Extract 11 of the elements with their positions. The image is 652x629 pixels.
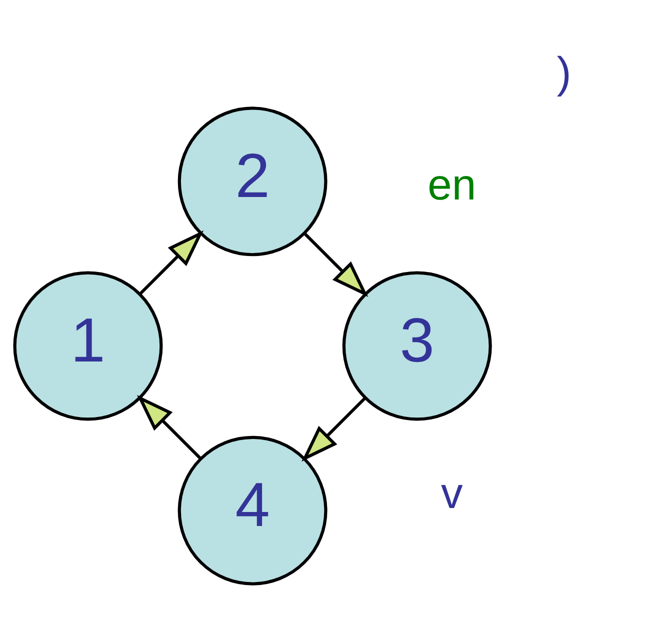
arrow xyxy=(138,230,204,295)
node-circle: 2 xyxy=(178,106,328,256)
node-circle: 1 xyxy=(13,270,163,420)
label: v xyxy=(440,469,463,518)
node-circle: 3 xyxy=(342,270,492,420)
label: en xyxy=(428,160,476,209)
arrow xyxy=(304,232,368,297)
label: ) xyxy=(556,48,572,97)
node-circle: 4 xyxy=(178,435,328,585)
arrow xyxy=(302,396,366,462)
arrow xyxy=(136,394,202,460)
